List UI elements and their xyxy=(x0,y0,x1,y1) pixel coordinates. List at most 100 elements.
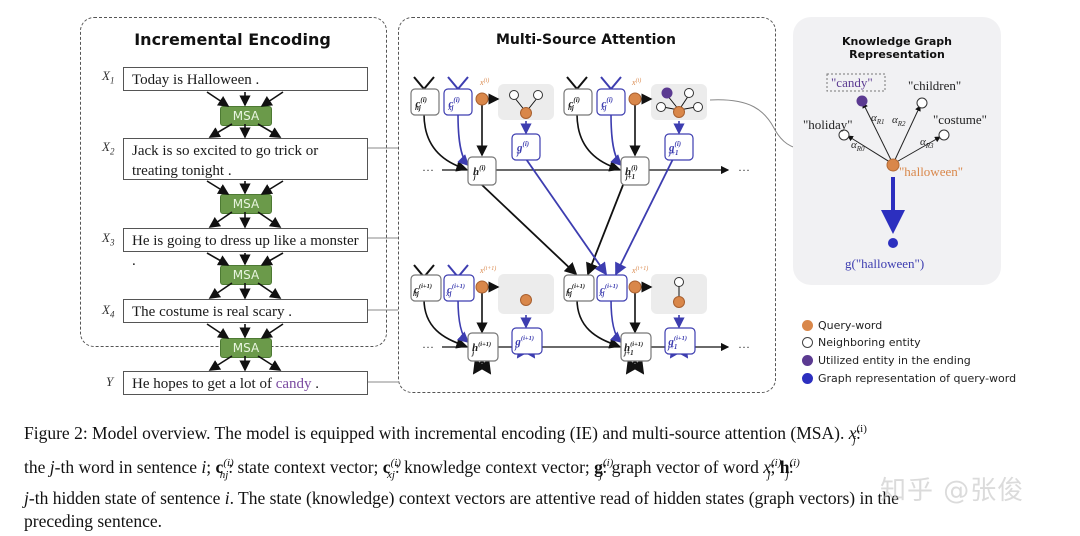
edge-label-r2: αR2 xyxy=(892,114,906,128)
arrow xyxy=(257,355,282,371)
label-sub: 1 xyxy=(109,75,115,86)
node-halloween xyxy=(886,158,900,172)
caption-line-3: j-th hidden state of sentence i. The sta… xyxy=(24,487,1060,510)
caption-sub: j xyxy=(785,468,789,481)
h-j1-label: h(i+1)j+1 xyxy=(623,341,643,357)
caption-text: : xyxy=(788,457,794,478)
query-word-xj xyxy=(475,92,489,106)
figure-caption: Figure 2: Model overview. The model is e… xyxy=(24,418,1060,533)
utilized-dot-icon xyxy=(802,355,813,366)
c-xj-label: c(i)xj xyxy=(447,96,460,112)
kg-edge-children xyxy=(892,105,921,165)
caption-sup: (i) xyxy=(390,457,401,470)
ellipsis: ··· xyxy=(422,340,434,354)
g-j-box xyxy=(511,327,543,355)
caption-text: : graph vector of word xyxy=(602,457,764,478)
multi-source-attention-diagram: c(i)hj c(i)xj c(i)hj c(i)xj h(i)j h(i)j+… xyxy=(410,76,750,375)
arrow xyxy=(208,282,233,299)
label-candy: "candy" xyxy=(831,75,873,90)
caption-text: : xyxy=(855,422,861,443)
label-halloween: "halloween" xyxy=(899,164,963,179)
incremental-encoding-title: Incremental Encoding xyxy=(134,30,331,49)
caption-math: x xyxy=(763,457,772,478)
sentence-label-x1: X1 xyxy=(102,68,114,86)
node-costume xyxy=(938,129,950,141)
sentence-label-x4: X4 xyxy=(102,302,114,320)
g-j1-box xyxy=(664,327,696,355)
label-holiday: "holiday" xyxy=(803,117,853,132)
x-j1-label: x(i) xyxy=(631,77,641,87)
c-hj-box xyxy=(410,274,442,302)
neighbor-node xyxy=(674,277,684,287)
arrow xyxy=(260,323,284,339)
h-j1-box xyxy=(620,332,652,362)
arrow xyxy=(423,113,468,172)
arrow xyxy=(423,76,435,90)
sentence-box-x1: Today is Halloween . xyxy=(123,67,368,91)
node-candy xyxy=(856,95,868,107)
sentence-box-x2: Jack is so excited to go trick or treati… xyxy=(123,138,368,180)
x-j-label: x(i+1) xyxy=(479,265,496,275)
c-xj-label: c(i)xj xyxy=(600,96,613,112)
caption-text: : state context vector; xyxy=(228,457,383,478)
arrow xyxy=(208,123,233,138)
arrow xyxy=(257,211,282,228)
arrow xyxy=(477,359,492,375)
caption-math: g xyxy=(594,457,603,478)
caption-math: j xyxy=(24,487,29,508)
arrow xyxy=(457,298,470,344)
legend-label: Utilized entity in the ending xyxy=(818,354,971,367)
c-hj-label: c(i+1)hj xyxy=(566,283,585,298)
arrow xyxy=(208,355,233,371)
label-costume: "costume" xyxy=(933,112,987,127)
sentence-box-y: He hopes to get a lot of candy . xyxy=(123,371,368,395)
query-word-dot-icon xyxy=(802,320,813,331)
neighbor-node xyxy=(693,102,703,112)
msa-block-1: MSA xyxy=(220,106,272,126)
c-xj-box xyxy=(596,274,628,302)
c-xj-box xyxy=(443,88,473,116)
kg-edge-holiday xyxy=(847,135,894,165)
arrow xyxy=(413,76,425,90)
g-j-box xyxy=(511,133,541,161)
arrow xyxy=(260,91,284,107)
arrow xyxy=(630,359,645,375)
arrow xyxy=(610,298,623,344)
sentence-box-x4: The costume is real scary . xyxy=(123,299,368,323)
node-children xyxy=(916,97,928,109)
sentence-y-candy: candy xyxy=(275,376,312,392)
legend-utilized-entity: Utilized entity in the ending xyxy=(802,354,971,367)
node-graph-representation xyxy=(888,238,898,248)
arrow xyxy=(257,282,282,299)
caption-sub: xj xyxy=(386,468,395,481)
incremental-encoding-arrows xyxy=(206,91,398,383)
c-hj-label: c(i)hj xyxy=(568,96,580,112)
caption-line-1: Figure 2: Model overview. The model is e… xyxy=(24,418,1060,452)
arrow xyxy=(260,180,284,195)
h-j-label: h(i+1)j xyxy=(471,341,491,357)
knowledge-graph-title: Knowledge Graph Representation xyxy=(842,35,952,61)
legend-label: Query-word xyxy=(818,319,883,332)
x-j-label: x(i) xyxy=(479,77,489,87)
caption-math: x xyxy=(848,422,857,443)
c-hj-box xyxy=(563,274,595,302)
label-children: "children" xyxy=(908,78,961,93)
g-j1-label: g(i)j+1 xyxy=(668,140,681,157)
arrow xyxy=(423,298,468,349)
caption-math: c xyxy=(382,457,391,478)
c-xj-label: c(i+1)xj xyxy=(445,283,465,298)
legend-query-word: Query-word xyxy=(802,319,882,332)
caption-sup: (i) xyxy=(223,457,234,470)
query-node xyxy=(673,106,685,118)
cross-arrow xyxy=(525,158,608,276)
h-j-box xyxy=(467,332,499,362)
neighbor-node xyxy=(533,90,543,100)
label-sub: 2 xyxy=(109,146,115,157)
caption-math: h xyxy=(779,457,790,478)
multi-source-attention-title: Multi-Source Attention xyxy=(496,32,676,48)
caption-math: i xyxy=(224,487,230,508)
msa-block-2: MSA xyxy=(220,194,272,214)
arrow xyxy=(576,76,588,90)
label-g-halloween: g("halloween") xyxy=(845,256,924,271)
arrow xyxy=(576,298,621,349)
